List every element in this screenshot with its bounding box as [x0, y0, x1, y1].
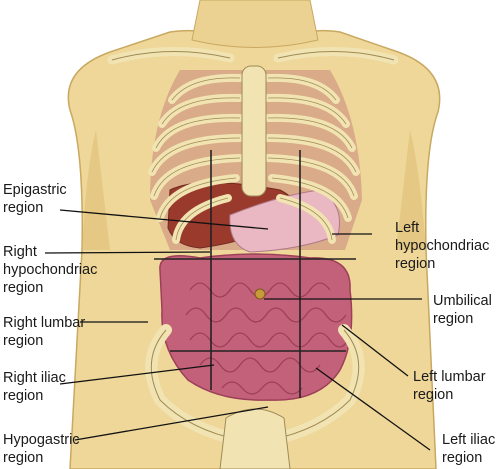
region-grid: [154, 150, 356, 398]
label-umbilical-region: Umbilical region: [433, 293, 492, 327]
torso-shading: [82, 130, 110, 250]
sternum: [241, 65, 267, 197]
leader-left-lumbar: [341, 324, 409, 377]
label-left-lumbar-region: Left lumbar region: [413, 369, 486, 403]
large-intestine: [159, 253, 353, 401]
leader-left-iliac: [315, 367, 431, 451]
label-left-iliac-region: Left iliac region: [442, 432, 496, 466]
leader-right-iliac: [59, 364, 215, 385]
label-epigastric-region: Epigastric region: [3, 182, 67, 216]
pubic-symphysis: [219, 408, 291, 469]
label-hypogastric-region: Hypogastric region: [3, 432, 80, 466]
stomach: [229, 189, 340, 253]
leader-right-hypochondriac: [44, 251, 211, 254]
label-right-hypochondriac-region: Right hypochondriac region: [3, 244, 98, 296]
umbilicus: [254, 288, 266, 300]
leader-hypogastric: [74, 406, 269, 441]
leader-lines: [44, 209, 431, 451]
neck: [191, 0, 319, 48]
label-right-lumbar-region: Right lumbar region: [3, 315, 86, 349]
label-right-iliac-region: Right iliac region: [3, 370, 66, 404]
leader-epigastric: [59, 209, 269, 230]
label-left-hypochondriac-region: Left hypochondriac region: [395, 220, 490, 272]
